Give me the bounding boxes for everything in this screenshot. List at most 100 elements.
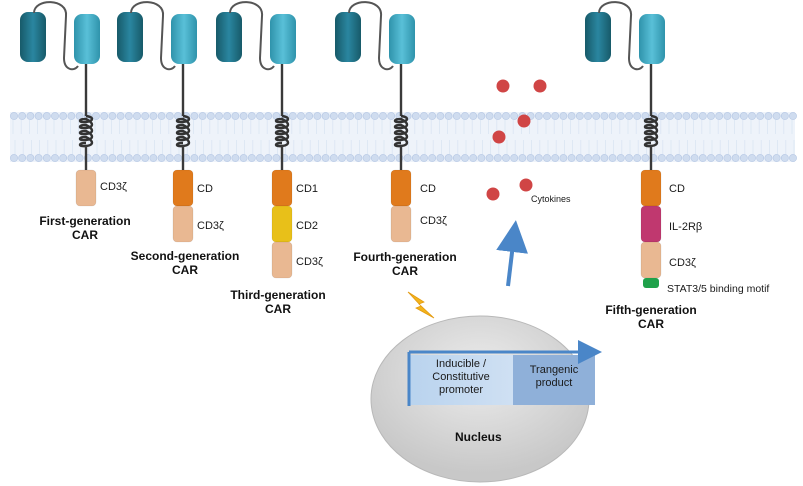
lipid-head <box>559 112 568 120</box>
scfv-vl-domain <box>171 14 197 64</box>
lipid-head <box>26 154 35 162</box>
scfv-vh-domain <box>216 12 242 62</box>
lipid-head <box>510 112 519 120</box>
lipid-head <box>420 112 428 120</box>
lipid-head <box>789 154 797 162</box>
lipid-head <box>247 154 256 162</box>
lipid-head <box>329 154 338 162</box>
lipid-head <box>10 112 18 120</box>
lipid-head <box>682 112 691 120</box>
lipid-head <box>133 154 141 162</box>
lipid-head <box>707 154 715 162</box>
lipid-head <box>772 154 781 162</box>
lipid-head <box>288 112 297 120</box>
lipid-head <box>370 112 379 120</box>
transmembrane-coil <box>393 114 409 148</box>
lipid-head <box>223 112 232 120</box>
product-text: Trangenic product <box>529 364 579 389</box>
lipid-head <box>518 154 527 162</box>
lipid-head <box>379 154 387 162</box>
lipid-head <box>698 112 707 120</box>
lipid-head <box>616 154 625 162</box>
lipid-head <box>223 154 232 162</box>
cytokines-label: Cytokines <box>531 194 571 204</box>
lipid-head <box>485 112 494 120</box>
lipid-head <box>452 154 461 162</box>
lipid-head <box>780 154 789 162</box>
lipid-head <box>354 112 363 120</box>
scfv-vl-domain <box>389 14 415 64</box>
signaling-domain <box>271 169 293 207</box>
lipid-head <box>682 154 691 162</box>
lipid-head <box>616 112 625 120</box>
lipid-head <box>411 154 420 162</box>
lipid-head <box>674 154 683 162</box>
lipid-head <box>502 112 510 120</box>
lipid-head <box>34 154 43 162</box>
lipid-head <box>239 112 248 120</box>
lipid-head <box>764 112 773 120</box>
lipid-head <box>231 112 240 120</box>
lipid-head <box>477 112 486 120</box>
scfv-vh-domain <box>585 12 611 62</box>
lipid-head <box>428 154 437 162</box>
signaling-domain <box>172 169 194 207</box>
lipid-head <box>666 154 674 162</box>
lipid-head <box>141 154 150 162</box>
signaling-domain <box>75 169 97 207</box>
signaling-domain <box>640 241 662 279</box>
lipid-head <box>256 154 264 162</box>
lipid-head <box>461 112 469 120</box>
lipid-head <box>510 154 519 162</box>
lipid-head <box>715 112 724 120</box>
lipid-head <box>338 154 346 162</box>
lipid-head <box>264 112 273 120</box>
lipid-head <box>305 154 314 162</box>
lipid-head <box>584 154 592 162</box>
nucleus <box>370 315 602 483</box>
gen3-cd2-label: CD2 <box>296 220 319 232</box>
cytokine-dot <box>496 79 510 93</box>
lipid-head <box>674 112 683 120</box>
cytokine-dot <box>492 130 506 144</box>
scfv-vl-domain <box>270 14 296 64</box>
lipid-head <box>748 154 756 162</box>
lipid-head <box>739 112 748 120</box>
lipid-head <box>165 112 174 120</box>
lipid-head <box>739 154 748 162</box>
lipid-head <box>756 112 765 120</box>
lipid-head <box>100 154 109 162</box>
lipid-head <box>215 112 223 120</box>
lipid-head <box>625 154 633 162</box>
gen4-cd-label: CD <box>420 183 436 195</box>
lipid-head <box>198 154 207 162</box>
lipid-head <box>18 112 27 120</box>
lipid-head <box>756 154 765 162</box>
lipid-head <box>420 154 428 162</box>
lipid-head <box>715 154 724 162</box>
lipid-head <box>411 112 420 120</box>
cytokine-dot <box>486 187 500 201</box>
lipid-head <box>18 154 27 162</box>
lipid-head <box>59 112 68 120</box>
lipid-head <box>772 112 781 120</box>
nucleus-label: Nucleus <box>455 430 502 444</box>
lipid-head <box>297 154 305 162</box>
lipid-head <box>59 154 68 162</box>
gen3-cd3z-label: CD3ζ <box>296 256 323 268</box>
signaling-domain <box>172 205 194 243</box>
lipid-head <box>666 112 674 120</box>
gen5-stat-label: STAT3/5 binding motif <box>667 283 770 295</box>
lightning-bolt-icon <box>407 291 435 319</box>
scfv-vh-domain <box>20 12 46 62</box>
cytokine-particles <box>486 79 547 201</box>
signaling-domain <box>271 241 293 279</box>
lipid-head <box>67 112 76 120</box>
lipid-head <box>534 154 543 162</box>
lipid-head <box>313 154 322 162</box>
gen2-cd-label: CD <box>197 183 213 195</box>
gen3-cd1-label: CD1 <box>296 183 319 195</box>
lipid-head <box>567 154 576 162</box>
